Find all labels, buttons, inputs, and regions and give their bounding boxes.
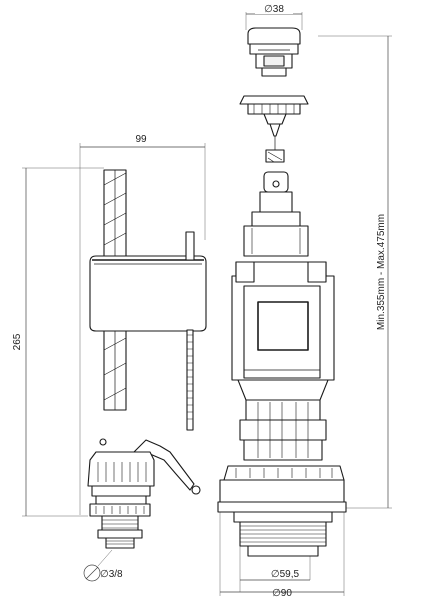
valve-inlet-label: ∅3/8 — [100, 569, 123, 580]
dimension-valve-width: 99 — [79, 134, 206, 515]
valve-width-label: 99 — [135, 134, 147, 145]
height-adjust-column — [243, 225, 309, 257]
adjustment-rod — [186, 329, 194, 431]
adjustment-rod-top — [185, 231, 195, 261]
push-button-cap — [247, 27, 301, 45]
dimension-valve-height: 265 — [12, 167, 104, 517]
valve-height-label: 265 — [12, 333, 23, 350]
height-range-label: Min.355mm - Max.475mm — [376, 214, 387, 330]
fill-valve — [83, 169, 207, 582]
flush-seal — [217, 501, 347, 513]
flush-flange — [223, 465, 345, 481]
float-box — [89, 255, 207, 332]
dimension-flange-diameter: ∅90 — [219, 505, 345, 599]
thread-diameter-label: ∅59,5 — [271, 569, 300, 580]
flange-diameter-label: ∅90 — [272, 588, 292, 599]
flush-valve — [217, 27, 347, 557]
dimension-height-range: Min.355mm - Max.475mm — [318, 35, 392, 509]
dimension-button-diameter: ∅38 — [245, 2, 303, 30]
valve-head — [87, 451, 155, 487]
button-base — [239, 95, 309, 105]
button-diameter-label: ∅38 — [264, 4, 284, 15]
